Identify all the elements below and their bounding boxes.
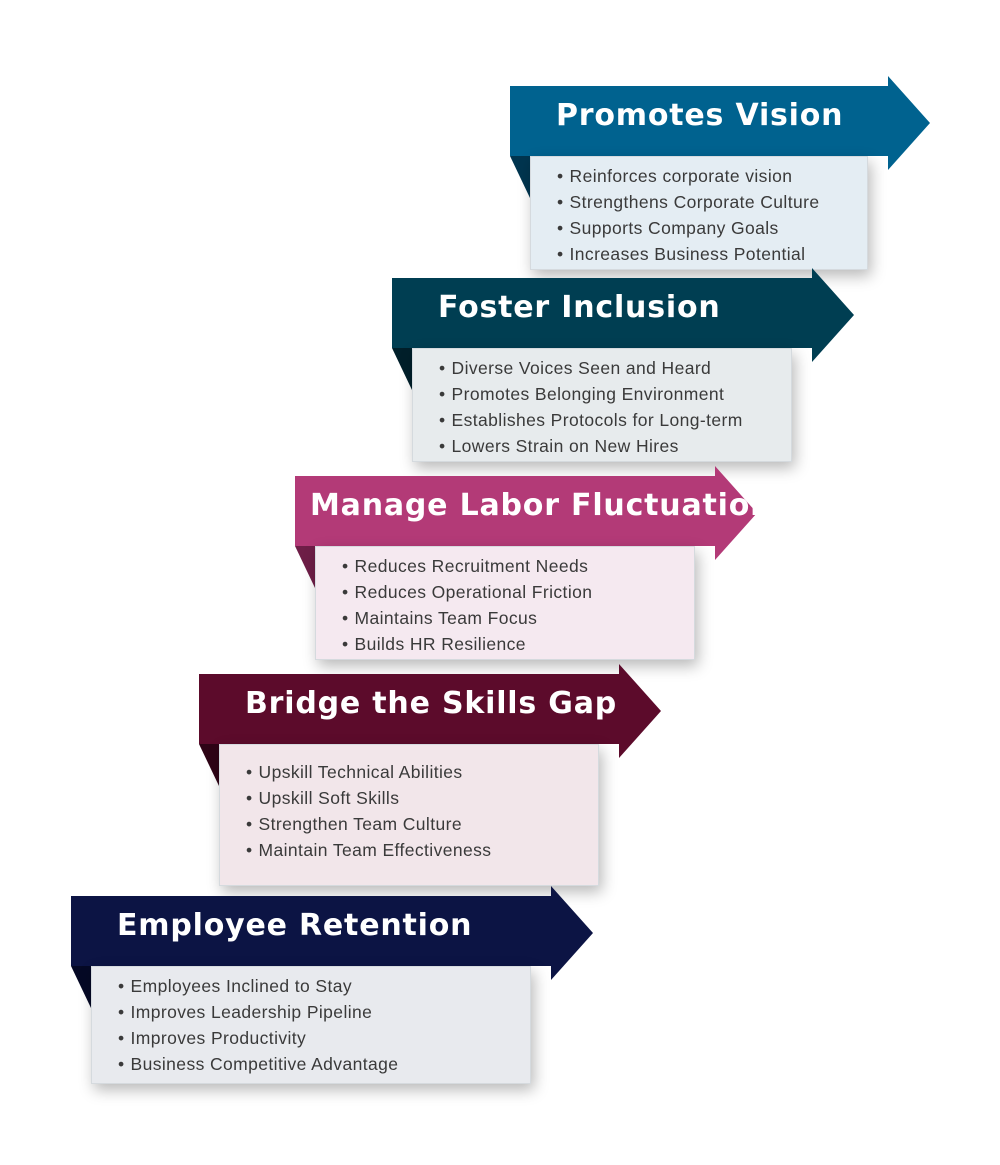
arrow-banner: Manage Labor Fluctuations [295, 466, 790, 588]
step-title: Promotes Vision [556, 98, 844, 133]
arrow-fold [199, 744, 219, 786]
arrow-banner: Bridge the Skills Gap [199, 664, 661, 786]
list-item: Maintain Team Effectiveness [246, 837, 598, 863]
step-details-box: Reduces Recruitment Needs Reduces Operat… [315, 546, 695, 660]
arrow-body [199, 664, 661, 758]
arrow-body [71, 886, 593, 980]
arrow-shape [392, 268, 854, 390]
list-item: Upskill Soft Skills [246, 785, 598, 811]
list-item: Reduces Operational Friction [342, 579, 694, 605]
list-item: Promotes Belonging Environment [439, 381, 791, 407]
list-item: Builds HR Resilience [342, 631, 694, 657]
list-item: Improves Leadership Pipeline [118, 999, 530, 1025]
arrow-shape [295, 466, 757, 588]
list-item: Supports Company Goals [557, 215, 867, 241]
arrow-fold [295, 546, 315, 588]
list-item: Strengthens Corporate Culture [557, 189, 867, 215]
list-item: Employees Inclined to Stay [118, 973, 530, 999]
list-item: Reinforces corporate vision [557, 163, 867, 189]
step-details-box: Reinforces corporate vision Strengthens … [530, 156, 868, 270]
list-item: Establishes Protocols for Long-term [439, 407, 791, 433]
arrow-body [392, 268, 854, 362]
arrow-banner: Employee Retention [71, 886, 593, 1008]
step-details-box: Upskill Technical Abilities Upskill Soft… [219, 744, 599, 886]
arrow-body [295, 466, 757, 560]
arrow-shape [199, 664, 661, 786]
list-item: Reduces Recruitment Needs [342, 553, 694, 579]
arrow-body [510, 76, 930, 170]
arrow-shape [510, 76, 930, 198]
arrow-fold [392, 348, 412, 390]
arrow-banner: Promotes Vision [510, 76, 930, 198]
list-item: Business Competitive Advantage [118, 1051, 530, 1077]
list-item: Upskill Technical Abilities [246, 759, 598, 785]
list-item: Diverse Voices Seen and Heard [439, 355, 791, 381]
step-title: Bridge the Skills Gap [245, 686, 618, 721]
arrow-banner: Foster Inclusion [392, 268, 854, 390]
step-title: Foster Inclusion [438, 290, 721, 325]
arrow-fold [510, 156, 530, 198]
arrow-shape [71, 886, 593, 1008]
step-details-box: Diverse Voices Seen and Heard Promotes B… [412, 348, 792, 462]
step-title: Employee Retention [117, 908, 473, 943]
list-item: Strengthen Team Culture [246, 811, 598, 837]
arrow-fold [71, 966, 91, 1008]
list-item: Maintains Team Focus [342, 605, 694, 631]
step-title: Manage Labor Fluctuations [310, 488, 791, 523]
list-item: Increases Business Potential [557, 241, 867, 267]
list-item: Improves Productivity [118, 1025, 530, 1051]
step-details-box: Employees Inclined to Stay Improves Lead… [91, 966, 531, 1084]
list-item: Lowers Strain on New Hires [439, 433, 791, 459]
